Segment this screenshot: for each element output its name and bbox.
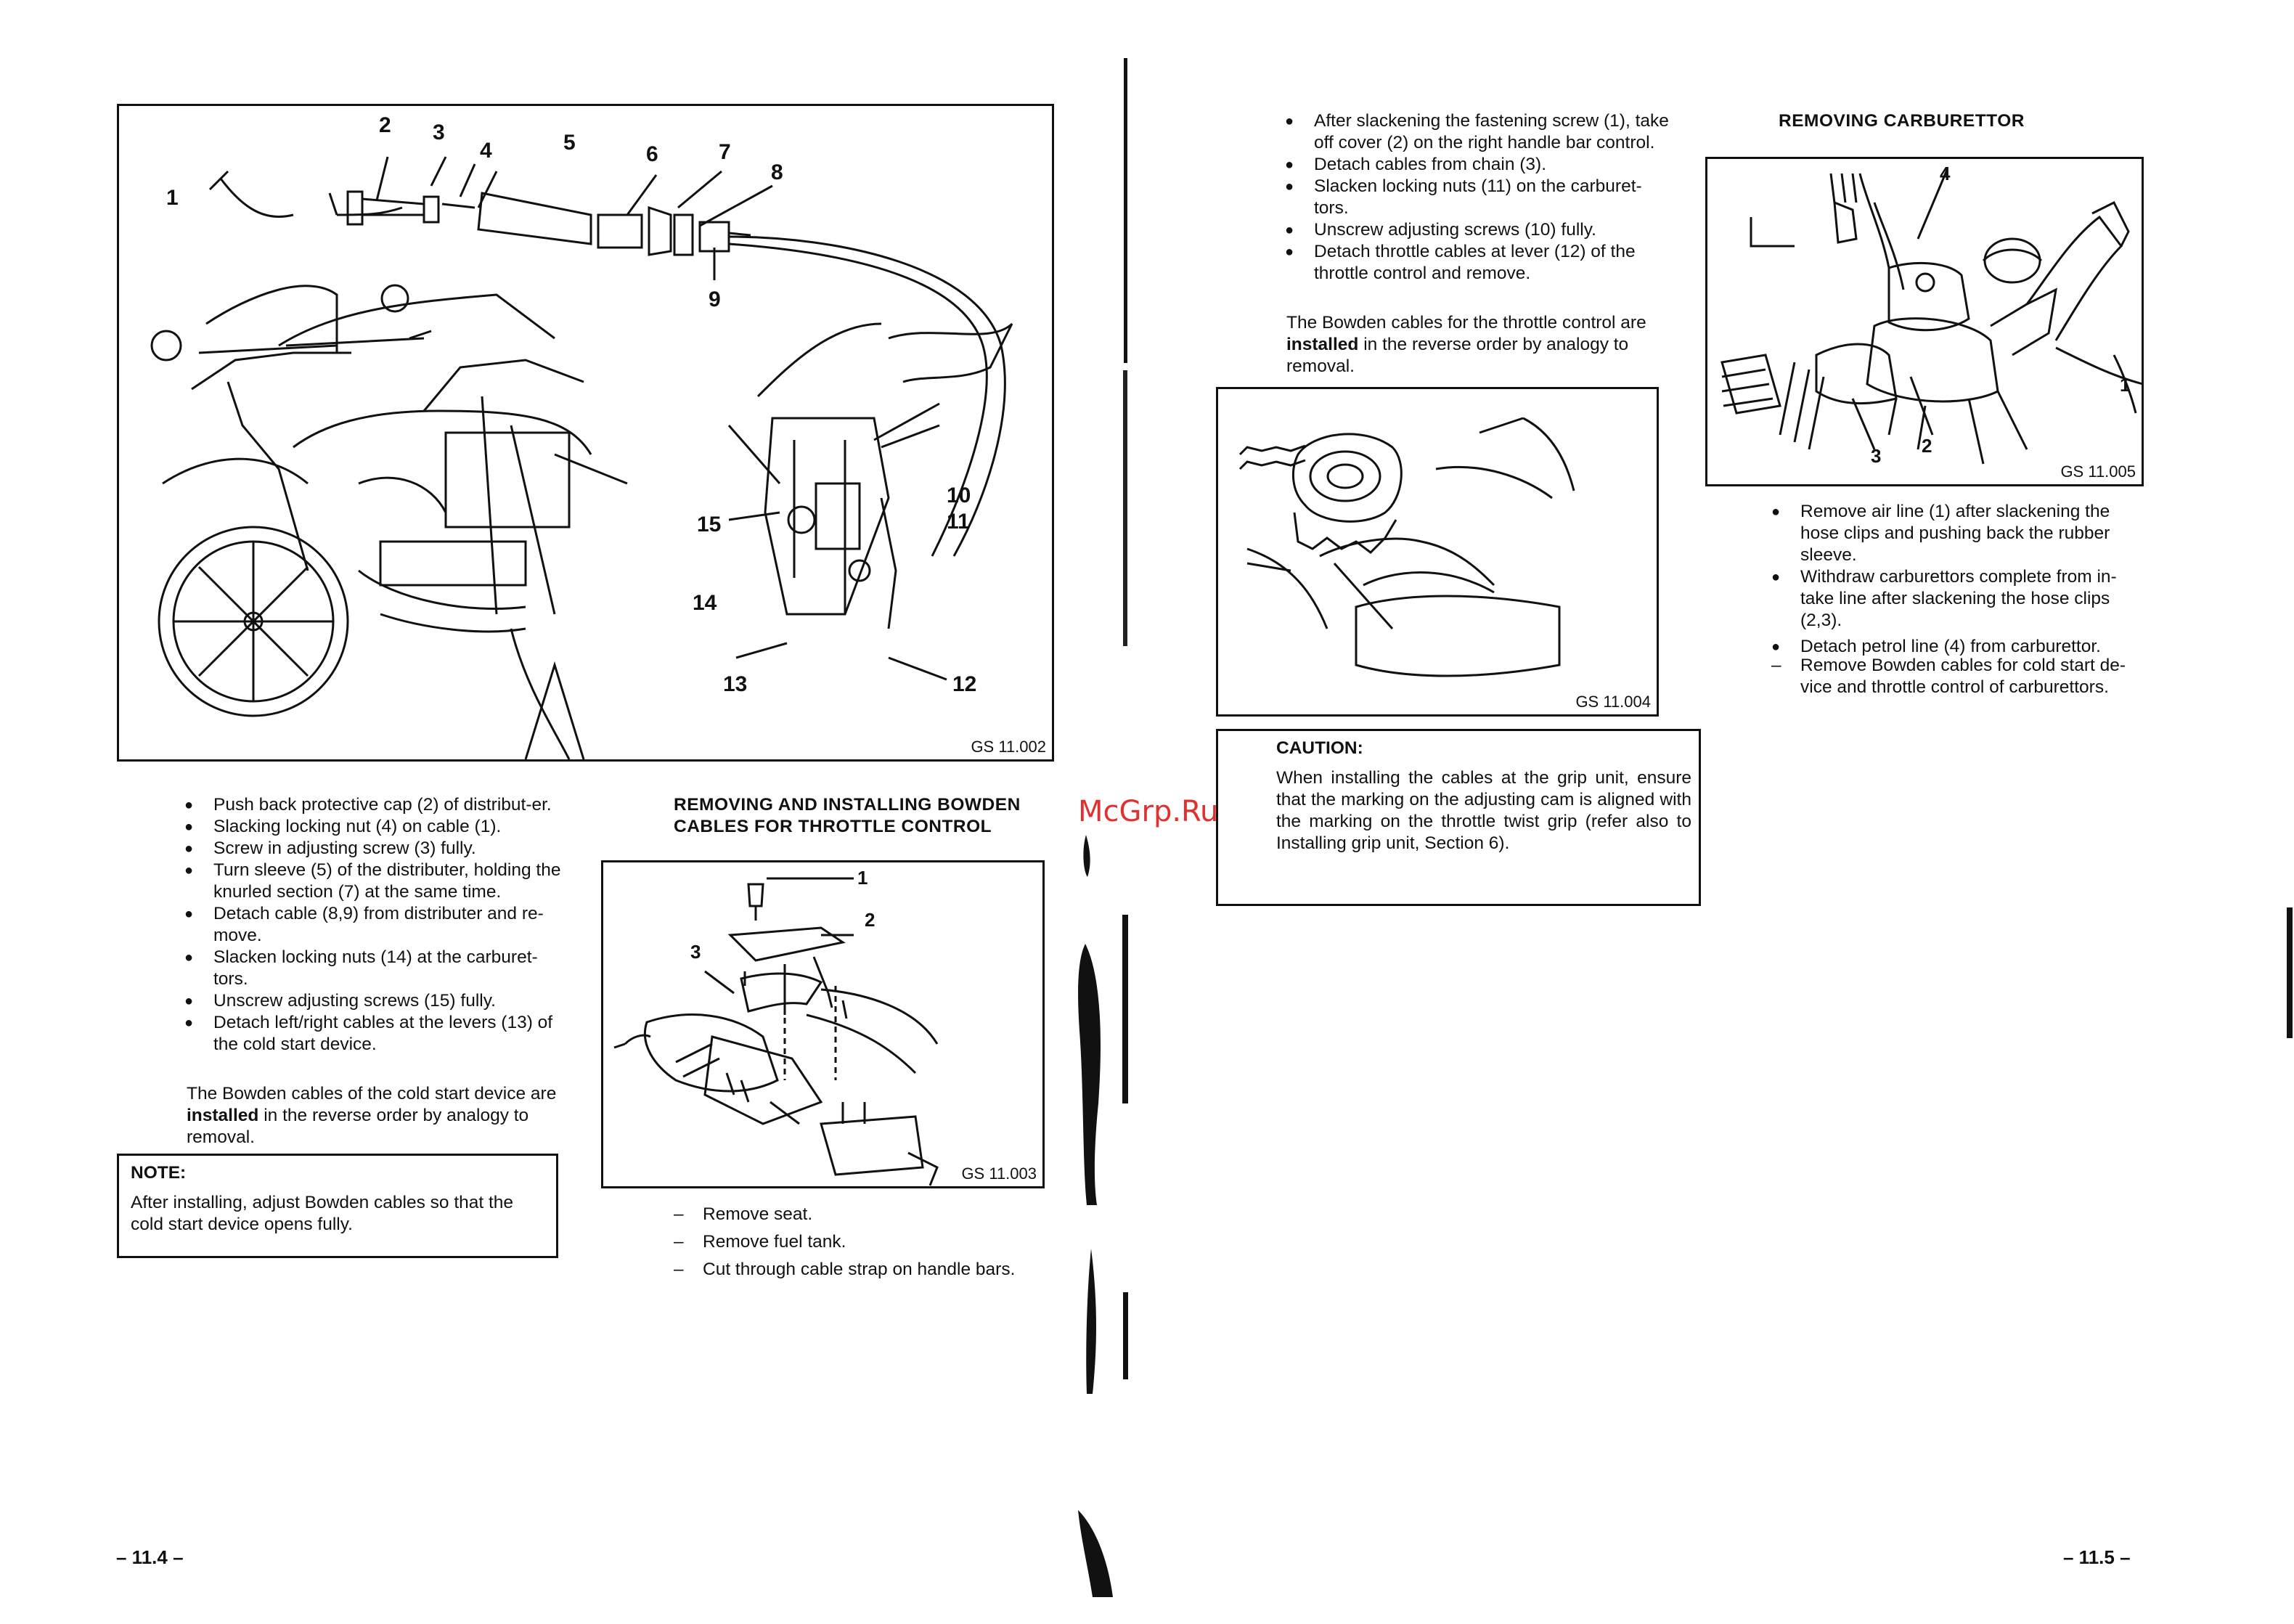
right-bullet-list: After slackening the fastening screw (1)… xyxy=(1285,110,1670,285)
gutter-blot xyxy=(1071,944,1114,1597)
paragraph-text: The Bowden cables for the throttle contr… xyxy=(1286,313,1646,332)
list-item: Push back protective cap (2) of distribu… xyxy=(184,794,562,816)
gutter-ink-streak xyxy=(1122,58,1128,1379)
list-item: Slacken locking nuts (11) on the carbure… xyxy=(1285,176,1670,219)
gutter-drop xyxy=(1079,835,1093,878)
paragraph-emphasis: installed xyxy=(1286,335,1359,354)
figure-motorcycle-cable-distributor: 1 2 3 4 5 6 7 8 9 10 11 12 13 14 15 GS 1… xyxy=(117,104,1054,762)
callout-10: 10 xyxy=(947,483,971,507)
callout-1: 1 xyxy=(166,186,179,210)
carb-callout-4: 4 xyxy=(1940,163,1951,184)
carb-callout-3: 3 xyxy=(1871,445,1882,467)
callout-4: 4 xyxy=(480,139,492,163)
right-dash-list: Remove Bowden cables for cold start de-v… xyxy=(1771,655,2149,704)
left-dash-list: Remove seat. Remove fuel tank. Cut throu… xyxy=(674,1204,1051,1286)
carburettor-illustration xyxy=(1720,169,2142,465)
section-heading-carburettor: REMOVING CARBURETTOR xyxy=(1779,111,2025,131)
list-item: Detach cable (8,9) from distributer and … xyxy=(184,903,562,947)
caution-text: When installing the cables at the grip u… xyxy=(1276,768,1691,853)
right-page: After slackening the fastening screw (1)… xyxy=(1125,0,2294,1624)
callout-9: 9 xyxy=(709,287,721,311)
grip-callout-3: 3 xyxy=(690,941,701,963)
list-item: Detach petrol line (4) from carburettor. xyxy=(1771,636,2149,658)
paragraph-text: in the reverse order by analogy to remov… xyxy=(1286,335,1629,376)
list-item: Remove fuel tank. xyxy=(674,1231,1051,1253)
section-heading-bowden: REMOVING AND INSTALLING BOWDEN CABLES FO… xyxy=(674,795,1021,836)
callout-15: 15 xyxy=(697,513,722,536)
list-item: Slacken locking nuts (14) at the carbure… xyxy=(184,947,562,990)
callout-2: 2 xyxy=(379,113,391,137)
right-paragraph: The Bowden cables for the throttle contr… xyxy=(1286,312,1664,378)
binding-gutter xyxy=(1122,58,1129,1612)
caution-box: CAUTION: When installing the cables at t… xyxy=(1216,729,1701,906)
callout-7: 7 xyxy=(719,140,731,164)
left-paragraph: The Bowden cables of the cold start devi… xyxy=(187,1083,564,1148)
list-item: Detach throttle cables at lever (12) of … xyxy=(1285,241,1670,285)
right-bullet-list-carburettor: Remove air line (1) after slackening the… xyxy=(1771,501,2149,658)
note-text: After installing, adjust Bowden cables s… xyxy=(131,1193,514,1234)
figure-carburettor: 4 1 2 3 GS 11.005 xyxy=(1705,157,2144,486)
list-item: Remove Bowden cables for cold start de-v… xyxy=(1771,655,2149,698)
grip-unit-illustration xyxy=(613,877,939,1186)
page-number-right: – 11.5 – xyxy=(2063,1546,2131,1568)
paragraph-text: The Bowden cables of the cold start devi… xyxy=(187,1084,557,1103)
callout-5: 5 xyxy=(563,131,576,155)
figure-adjusting-cam: GS 11.004 xyxy=(1216,387,1659,717)
callout-11: 11 xyxy=(947,510,970,534)
callout-3: 3 xyxy=(433,121,445,144)
list-item: Detach cables from chain (3). xyxy=(1285,154,1670,176)
list-item: Remove air line (1) after slackening the… xyxy=(1771,501,2149,566)
figure-id: GS 11.003 xyxy=(958,1164,1040,1183)
callout-14: 14 xyxy=(693,591,717,615)
list-item: Unscrew adjusting screws (10) fully. xyxy=(1285,219,1670,241)
callout-6: 6 xyxy=(646,142,658,166)
list-item: Unscrew adjusting screws (15) fully. xyxy=(184,990,562,1012)
callout-12: 12 xyxy=(952,672,977,696)
grip-callout-1: 1 xyxy=(857,867,868,889)
carb-callout-2: 2 xyxy=(1922,435,1932,457)
list-item: Cut through cable strap on handle bars. xyxy=(674,1259,1051,1281)
list-item: Screw in adjusting screw (3) fully. xyxy=(184,838,562,860)
list-item: Turn sleeve (5) of the distributer, hold… xyxy=(184,860,562,903)
motorcycle-illustration xyxy=(150,156,1013,759)
callout-8: 8 xyxy=(771,160,783,184)
right-edge-mark xyxy=(2285,907,2294,1038)
adjusting-cam-illustration xyxy=(1238,417,1575,677)
list-item: Slacking locking nut (4) on cable (1). xyxy=(184,816,562,838)
note-title: NOTE: xyxy=(131,1163,187,1183)
left-bullet-list: Push back protective cap (2) of distribu… xyxy=(184,794,562,1056)
callout-13: 13 xyxy=(723,672,748,696)
grip-callout-2: 2 xyxy=(865,909,875,931)
watermark: McGrp.Ru xyxy=(1078,795,1219,828)
left-page: 1 2 3 4 5 6 7 8 9 10 11 12 13 14 15 GS 1… xyxy=(0,0,1125,1624)
page-number-left: – 11.4 – xyxy=(116,1546,184,1568)
caution-title: CAUTION: xyxy=(1276,738,1363,758)
figure-grip-unit: 1 2 3 GS 11.003 xyxy=(601,860,1045,1188)
figure-id: GS 11.004 xyxy=(1572,693,1654,711)
list-item: Remove seat. xyxy=(674,1204,1051,1225)
paragraph-emphasis: installed xyxy=(187,1106,259,1125)
figure-id: GS 11.005 xyxy=(2057,462,2139,481)
note-box: NOTE: After installing, adjust Bowden ca… xyxy=(117,1154,558,1258)
carb-callout-1: 1 xyxy=(2120,374,2131,396)
paragraph-text: in the reverse order by analogy to remov… xyxy=(187,1106,529,1147)
figure-id: GS 11.002 xyxy=(968,738,1049,756)
list-item: Detach left/right cables at the levers (… xyxy=(184,1012,562,1056)
list-item: Withdraw carburettors complete from in-t… xyxy=(1771,566,2149,632)
list-item: After slackening the fastening screw (1)… xyxy=(1285,110,1670,154)
